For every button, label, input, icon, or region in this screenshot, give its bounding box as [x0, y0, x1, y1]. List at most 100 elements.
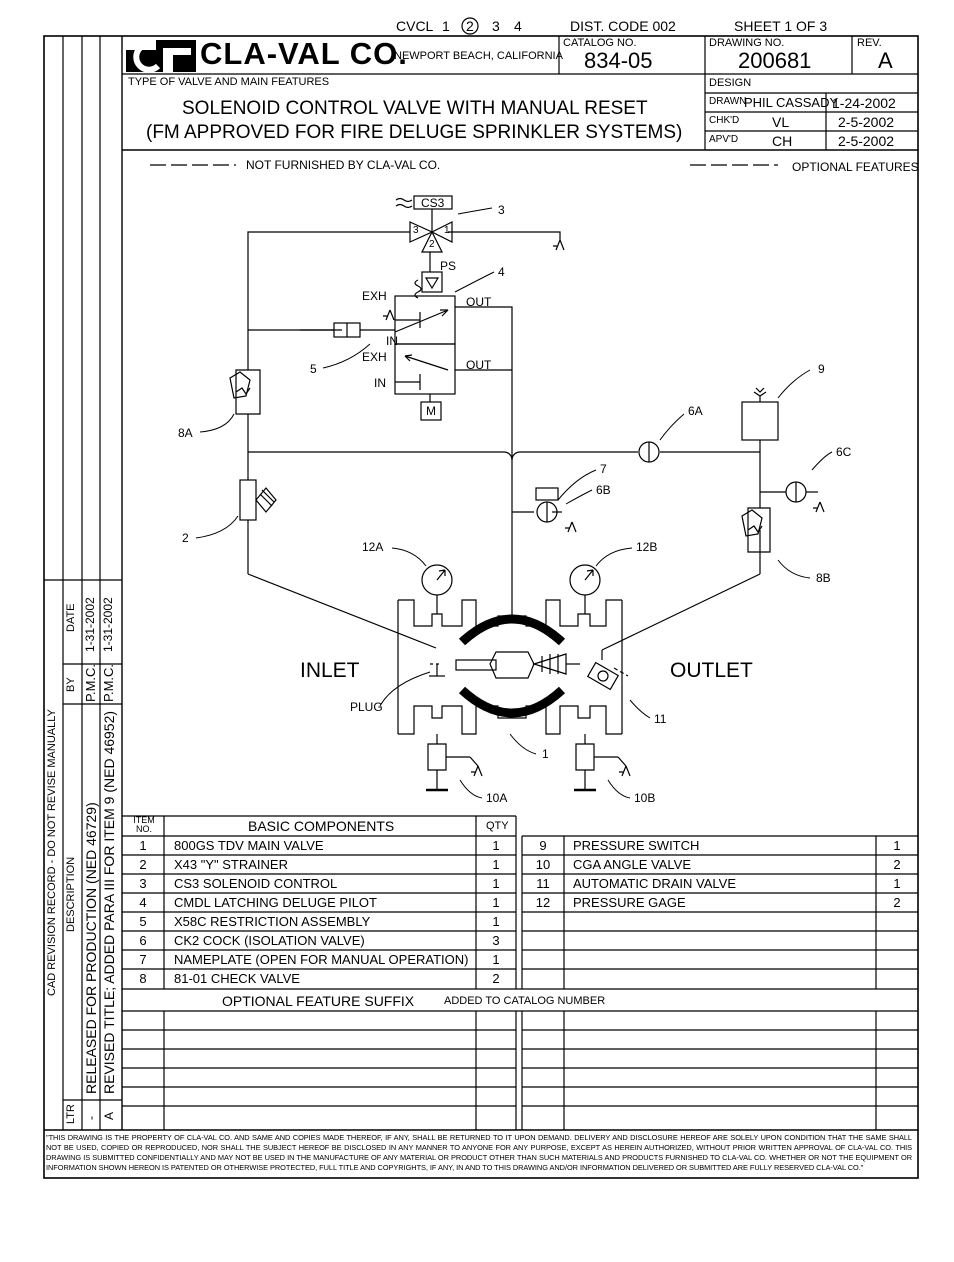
label-port-1: 1	[444, 225, 450, 236]
label-exh-1: EXH	[362, 289, 387, 303]
basic-components-title: BASIC COMPONENTS	[248, 818, 395, 834]
revision-record-label: CAD REVISION RECORD - DO NOT REVISE MANU…	[46, 709, 58, 996]
callout-10b: 10B	[634, 791, 656, 805]
rev-row-2-date: 1-31-2002	[101, 597, 115, 652]
sheet-number-2: 2	[466, 18, 474, 34]
left-item-qty: 1	[492, 876, 500, 891]
label-port-3: 3	[413, 225, 419, 236]
right-item-description: PRESSURE SWITCH	[573, 838, 700, 853]
cs3-solenoid-symbol	[395, 195, 453, 253]
left-item-qty: 3	[492, 933, 500, 948]
catalog-label: CATALOG NO.	[563, 37, 637, 49]
apvd-label: APV'D	[709, 134, 739, 145]
rev-row-1-ltr: -	[84, 1116, 98, 1120]
date-label: DATE	[65, 603, 77, 632]
cla-val-logo	[126, 40, 196, 73]
circled-sheet-marker	[461, 17, 479, 35]
left-item-qty: 1	[492, 838, 500, 853]
right-item-description: AUTOMATIC DRAIN VALVE	[573, 876, 737, 891]
strainer-symbol	[239, 479, 277, 521]
legal-notice: "THIS DRAWING IS THE PROPERTY OF CLA-VAL…	[46, 1133, 912, 1172]
right-item-number: 12	[535, 895, 551, 910]
title-line-2: (FM APPROVED FOR FIRE DELUGE SPRINKLER S…	[146, 122, 683, 143]
rev-label: REV.	[857, 37, 882, 49]
callout-5: 5	[310, 362, 317, 376]
left-item-number: 7	[139, 952, 147, 967]
left-item-description: CK2 COCK (ISOLATION VALVE)	[174, 933, 365, 948]
drawn-by: PHIL CASSADY	[744, 95, 839, 110]
chkd-by: VL	[772, 114, 790, 130]
catalog-number: 834-05	[584, 48, 653, 73]
isolation-cocks	[535, 441, 807, 523]
by-label: BY	[65, 677, 77, 692]
sheet-number-1: 1	[442, 18, 450, 34]
latching-pilot-symbol	[394, 271, 456, 421]
callout-10a: 10A	[486, 791, 508, 805]
left-item-number: 3	[139, 876, 147, 891]
right-item-qty: 2	[893, 857, 901, 872]
left-item-qty: 1	[492, 895, 500, 910]
callout-1: 1	[542, 747, 549, 761]
label-in-2: IN	[374, 376, 386, 390]
callout-6c: 6C	[836, 445, 852, 459]
left-item-description: CMDL LATCHING DELUGE PILOT	[174, 895, 377, 910]
right-item-number: 10	[535, 857, 551, 872]
callout-12b: 12B	[636, 540, 658, 554]
left-item-description: X43 "Y" STRAINER	[174, 857, 288, 872]
drawing-number: 200681	[738, 48, 812, 73]
left-item-description: NAMEPLATE (OPEN FOR MANUAL OPERATION)	[174, 952, 469, 967]
rev-row-1-by: P.M.C.	[83, 663, 98, 702]
callout-leaders	[195, 207, 833, 799]
callout-6b: 6B	[596, 483, 611, 497]
label-in-1: IN	[386, 334, 398, 348]
callout-8a: 8A	[178, 426, 193, 440]
right-item-qty: 2	[893, 895, 901, 910]
label-m: M	[426, 404, 436, 418]
left-item-qty: 2	[492, 971, 500, 986]
label-inlet: INLET	[300, 659, 360, 682]
drawn-date: 1-24-2002	[832, 95, 896, 111]
description-label: DESCRIPTION	[65, 856, 77, 932]
chkd-date: 2-5-2002	[838, 114, 895, 130]
sheet-of: SHEET 1 OF 3	[734, 18, 828, 34]
pressure-gauges	[421, 564, 601, 614]
callout-6a: 6A	[688, 404, 703, 418]
left-item-number: 8	[139, 971, 147, 986]
drawn-label: DRAWN	[709, 96, 747, 107]
callout-11: 11	[654, 712, 667, 726]
check-valve-8b	[741, 507, 771, 553]
type-label: TYPE OF VALVE AND MAIN FEATURES	[128, 76, 330, 88]
company-name: CLA-VAL CO.	[200, 36, 408, 71]
item-no-header: ITEM NO.	[133, 815, 155, 834]
callout-12a: 12A	[362, 540, 384, 554]
label-out-2: OUT	[466, 358, 492, 372]
left-item-description: X58C RESTRICTION ASSEMBLY	[174, 914, 371, 929]
cvcl-label: CVCL	[396, 18, 434, 34]
callout-9: 9	[818, 362, 825, 376]
callout-2: 2	[182, 531, 189, 545]
angle-valves	[426, 734, 627, 792]
apvd-by: CH	[772, 133, 793, 149]
left-item-description: 81-01 CHECK VALVE	[174, 971, 300, 986]
revision-strip-lines	[44, 36, 123, 1130]
rev-letter: A	[878, 48, 893, 73]
component-table-lines	[122, 815, 918, 1130]
label-cs3: CS3	[421, 196, 445, 210]
callout-4: 4	[498, 265, 505, 279]
company-location: NEWPORT BEACH, CALIFORNIA	[394, 50, 563, 62]
left-item-description: CS3 SOLENOID CONTROL	[174, 876, 338, 891]
left-item-number: 2	[139, 857, 147, 872]
right-item-number: 11	[536, 876, 550, 891]
left-item-qty: 1	[492, 857, 500, 872]
left-item-qty: 1	[492, 914, 500, 929]
right-item-qty: 1	[893, 838, 901, 853]
label-plug: PLUG	[350, 700, 383, 714]
piping	[247, 231, 818, 651]
rev-row-2-by: P.M.C.	[101, 663, 116, 702]
rev-row-2-ltr: A	[102, 1111, 116, 1120]
label-out-1: OUT	[466, 295, 492, 309]
optional-suffix-note: ADDED TO CATALOG NUMBER	[444, 995, 606, 1007]
vent-symbols	[383, 239, 825, 777]
legend-not-furnished: NOT FURNISHED BY CLA-VAL CO.	[246, 158, 441, 172]
main-valve-body	[397, 599, 629, 735]
